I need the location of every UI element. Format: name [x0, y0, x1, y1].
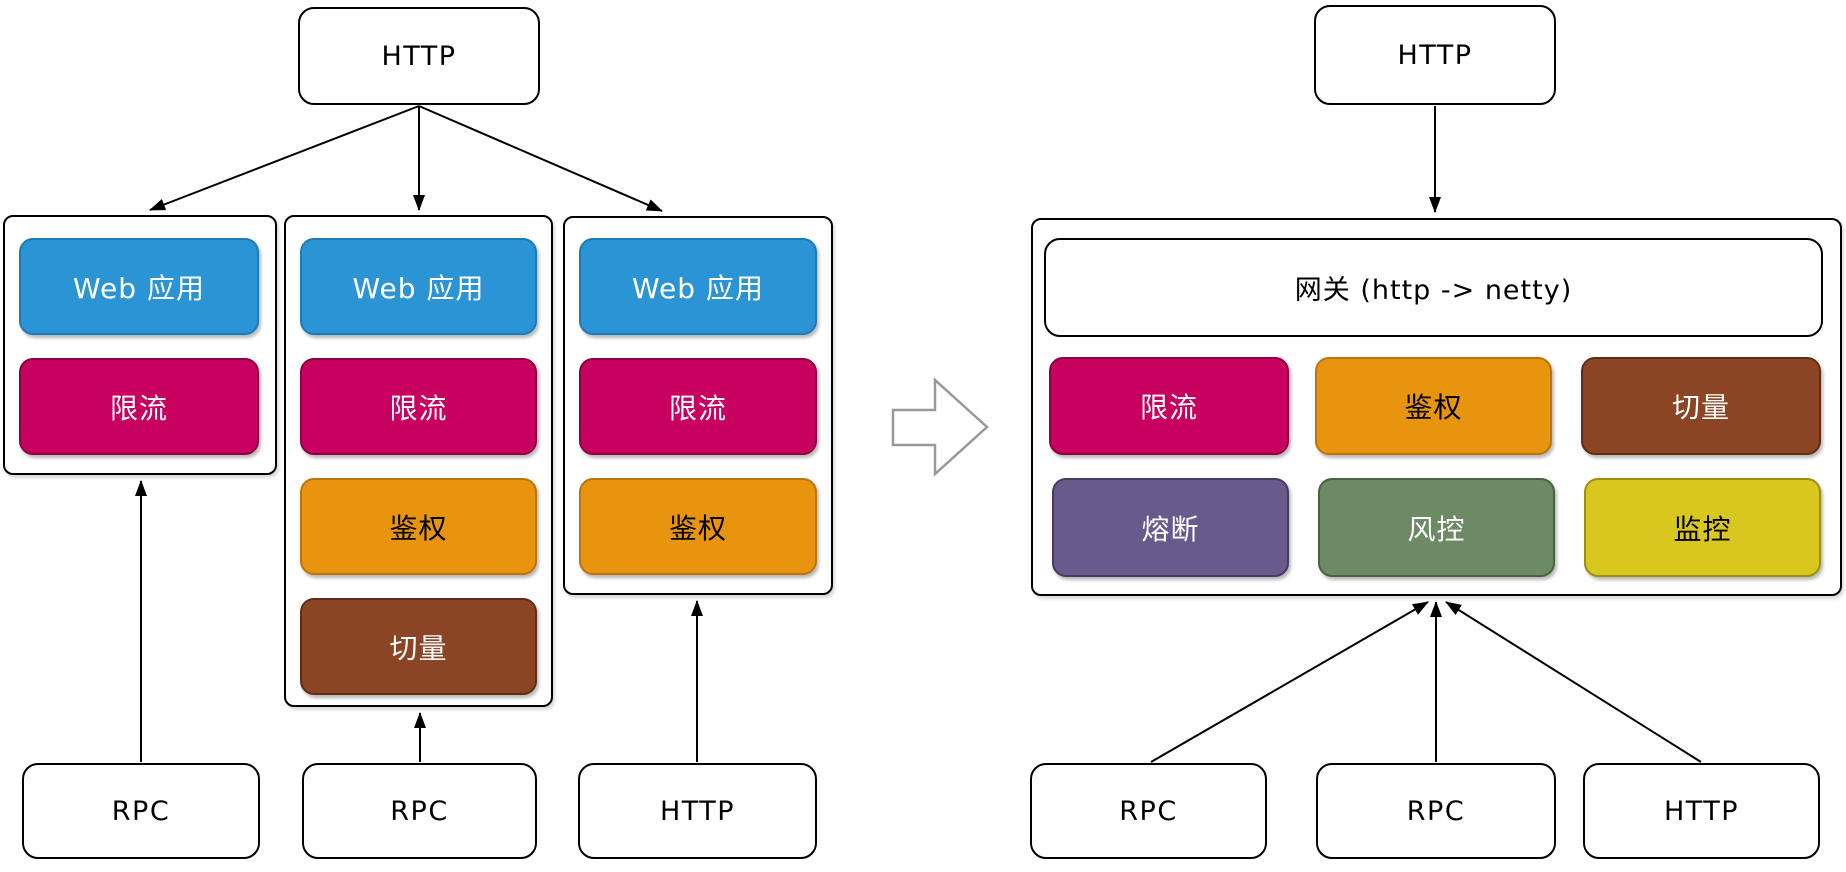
left-stack1-web-app-module: Web 应用: [19, 238, 259, 335]
left-stack2-auth-module: 鉴权: [300, 478, 537, 575]
transform-block-arrow-icon: [891, 377, 989, 477]
left-stack2-traffic-switch-module: 切量: [300, 598, 537, 695]
left-rpc-source-box-1: RPC: [22, 763, 260, 859]
left-http-source-box: HTTP: [298, 7, 540, 105]
left-stack2-web-app-module: Web 应用: [300, 238, 537, 335]
right-http-source-box: HTTP: [1314, 5, 1556, 105]
left-stack3-web-app-module: Web 应用: [579, 238, 817, 335]
gateway-rate-limit-module: 限流: [1049, 357, 1289, 455]
arrow-http-to-stack1: [149, 105, 420, 211]
arrow-rpc1-to-gateway: [1150, 601, 1429, 763]
right-http-source-box-bottom: HTTP: [1583, 763, 1820, 859]
left-stack3-auth-module: 鉴权: [579, 478, 817, 575]
gateway-circuit-breaker-module: 熔断: [1052, 478, 1289, 577]
left-stack2-rate-limit-module: 限流: [300, 358, 537, 455]
left-rpc-source-box-2: RPC: [302, 763, 537, 859]
arrow-http-bottom-to-gateway: [1445, 601, 1702, 763]
left-stack3-rate-limit-module: 限流: [579, 358, 817, 455]
left-stack1-rate-limit-module: 限流: [19, 358, 259, 455]
gateway-risk-control-module: 风控: [1318, 478, 1555, 577]
gateway-traffic-switch-module: 切量: [1581, 357, 1821, 455]
arrow-http-to-stack3: [418, 105, 663, 212]
gateway-title-box: 网关 (http -> netty): [1044, 238, 1823, 337]
right-rpc-source-box-2: RPC: [1316, 763, 1556, 859]
gateway-monitoring-module: 监控: [1584, 478, 1821, 577]
gateway-auth-module: 鉴权: [1315, 357, 1552, 455]
right-rpc-source-box-1: RPC: [1030, 763, 1267, 859]
left-http-source-box-bottom: HTTP: [578, 763, 817, 859]
